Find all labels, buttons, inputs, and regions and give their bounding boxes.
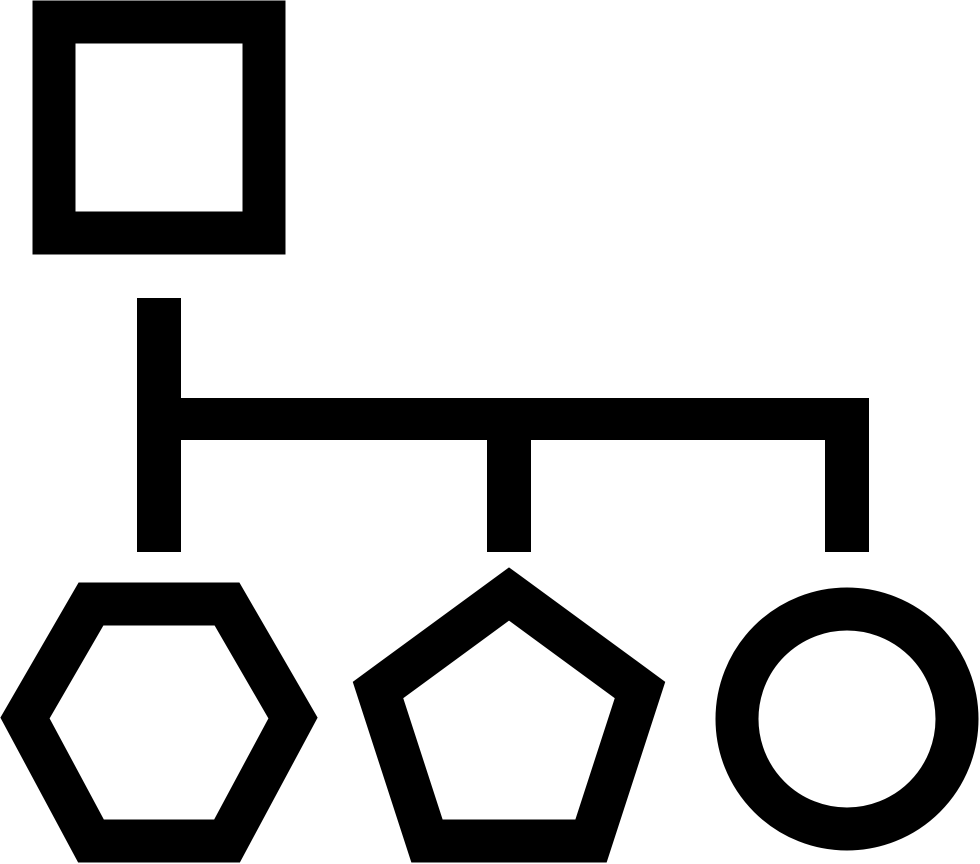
connector-branch-right [825, 398, 869, 552]
child-hexagon-node [0, 582, 318, 863]
parent-square-node [32, 0, 286, 255]
child-pentagon-node [352, 567, 666, 863]
connector-branch-middle [487, 398, 531, 552]
connector-lines [137, 298, 869, 552]
child-circle-node [715, 587, 979, 851]
